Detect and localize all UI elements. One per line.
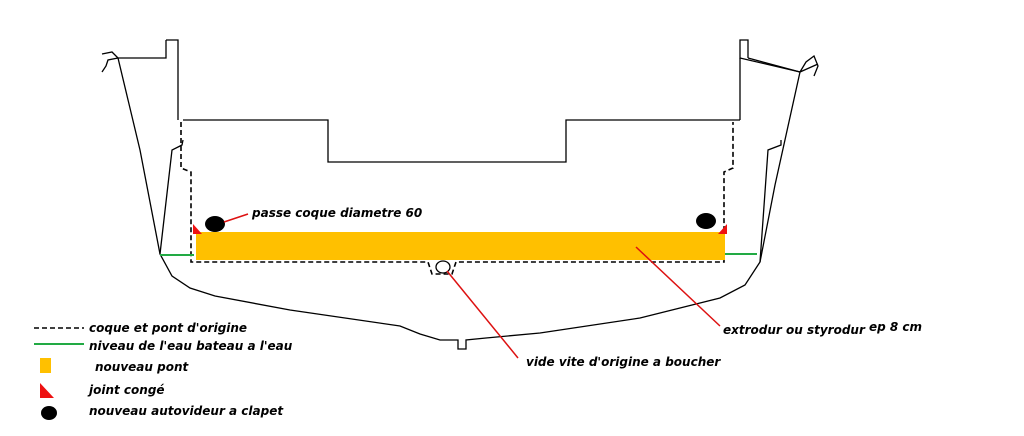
legend-symbol-new-deck bbox=[40, 358, 51, 373]
fillet-joint-left bbox=[193, 224, 202, 234]
label-original-drain: vide vite d'origine a boucher bbox=[526, 355, 721, 369]
legend-label-fillet: joint congé bbox=[87, 383, 165, 397]
legend-label-new-deck: nouveau pont bbox=[95, 360, 189, 374]
legend-label-dashed: coque et pont d'origine bbox=[89, 321, 247, 335]
leader-drain bbox=[446, 270, 519, 359]
legend: coque et pont d'origine niveau de l'eau … bbox=[34, 321, 293, 420]
hull-outline bbox=[117, 39, 801, 350]
original-deck-dashed bbox=[180, 122, 734, 275]
hull-bow-left-lip bbox=[101, 39, 179, 73]
cockpit-outline bbox=[183, 119, 740, 163]
legend-label-bailer: nouveau autovideur a clapet bbox=[89, 404, 284, 418]
leader-through-hull bbox=[223, 213, 249, 223]
label-through-hull: passe coque diametre 60 bbox=[251, 206, 422, 220]
original-drain bbox=[435, 260, 451, 274]
hull-inner-right bbox=[739, 58, 782, 263]
legend-symbol-fillet bbox=[40, 383, 54, 398]
hull-bow-right-lip bbox=[747, 54, 819, 77]
self-bailer-left bbox=[205, 216, 225, 232]
new-deck bbox=[196, 232, 725, 260]
legend-symbol-bailer bbox=[41, 406, 57, 420]
fillet-joint-right bbox=[718, 224, 727, 234]
self-bailer-right bbox=[696, 213, 716, 229]
label-foam-thickness: ep 8 cm bbox=[869, 320, 922, 334]
hull-inner-left bbox=[159, 58, 184, 255]
label-foam: extrodur ou styrodur bbox=[723, 323, 866, 337]
legend-label-water: niveau de l'eau bateau a l'eau bbox=[89, 339, 293, 353]
leader-foam bbox=[635, 246, 721, 327]
